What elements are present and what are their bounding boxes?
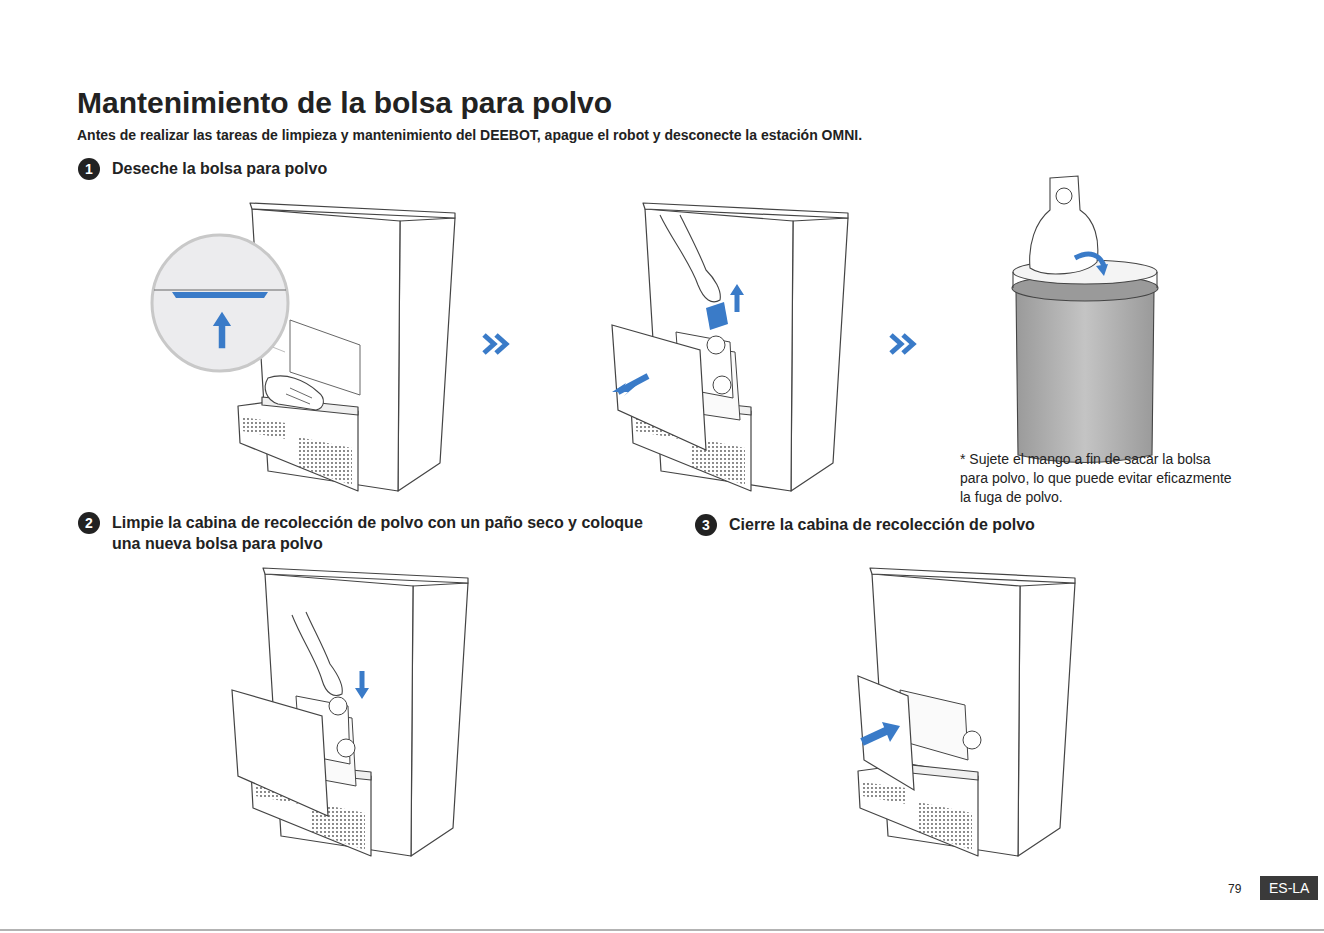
- page-title: Mantenimiento de la bolsa para polvo: [77, 86, 612, 120]
- step-heading: 1 Deseche la bolsa para polvo: [78, 158, 678, 180]
- page-number: 79: [1228, 881, 1241, 897]
- line-art: [612, 325, 706, 450]
- page-rule: [0, 930, 1324, 931]
- line-art: [337, 739, 355, 757]
- station-drawing: [152, 203, 455, 491]
- line-art: [707, 336, 725, 354]
- footnote: * Sujete el mango a fin de sacar la bols…: [960, 450, 1238, 507]
- safety-note: Antes de realizar las tareas de limpieza…: [77, 126, 862, 145]
- step-number: 1: [78, 158, 100, 180]
- line-art: [1030, 176, 1098, 274]
- step-title: Deseche la bolsa para polvo: [112, 158, 678, 179]
- line-art: [862, 730, 888, 742]
- line-art: [730, 284, 744, 312]
- line-art: [618, 376, 648, 392]
- line-art: [903, 335, 913, 353]
- step-heading: 2 Limpie la cabina de recolección de polv…: [78, 512, 668, 554]
- station-drawing: [612, 203, 848, 491]
- language-code: ES-LA: [1269, 880, 1309, 896]
- line-art: [660, 215, 720, 302]
- line-art: [1075, 254, 1104, 266]
- step-number: 2: [78, 512, 100, 534]
- line-art: [286, 388, 312, 404]
- line-art: [882, 722, 900, 742]
- line-art: [154, 289, 286, 290]
- line-art: [292, 612, 342, 695]
- line-art: [1016, 290, 1154, 463]
- line-art: [213, 312, 231, 348]
- line-art: [858, 568, 1075, 856]
- line-art: [1096, 264, 1108, 276]
- line-art: [713, 376, 731, 394]
- line-art: [265, 376, 323, 410]
- step-title: Limpie la cabina de recolección de polvo…: [112, 512, 668, 554]
- station-drawing: [858, 568, 1075, 856]
- line-art: [891, 335, 901, 353]
- step-number: 3: [695, 514, 717, 536]
- line-art: [496, 335, 506, 353]
- station-drawing: [232, 568, 468, 856]
- line-art: [172, 292, 268, 298]
- line-art: [1056, 188, 1072, 204]
- line-art: [706, 302, 728, 330]
- line-art: [484, 335, 494, 353]
- trash-can: [1012, 176, 1158, 463]
- line-art: [355, 671, 369, 699]
- line-art: [152, 235, 288, 371]
- line-art: [963, 731, 981, 749]
- step-title: Cierre la cabina de recolección de polvo: [729, 514, 1295, 535]
- line-art: [1013, 272, 1157, 288]
- language-tab: ES-LA: [1260, 876, 1318, 900]
- line-art: [858, 676, 914, 790]
- step-heading: 3 Cierre la cabina de recolección de polv…: [695, 514, 1295, 536]
- line-art: [329, 697, 347, 715]
- line-art: [232, 690, 328, 816]
